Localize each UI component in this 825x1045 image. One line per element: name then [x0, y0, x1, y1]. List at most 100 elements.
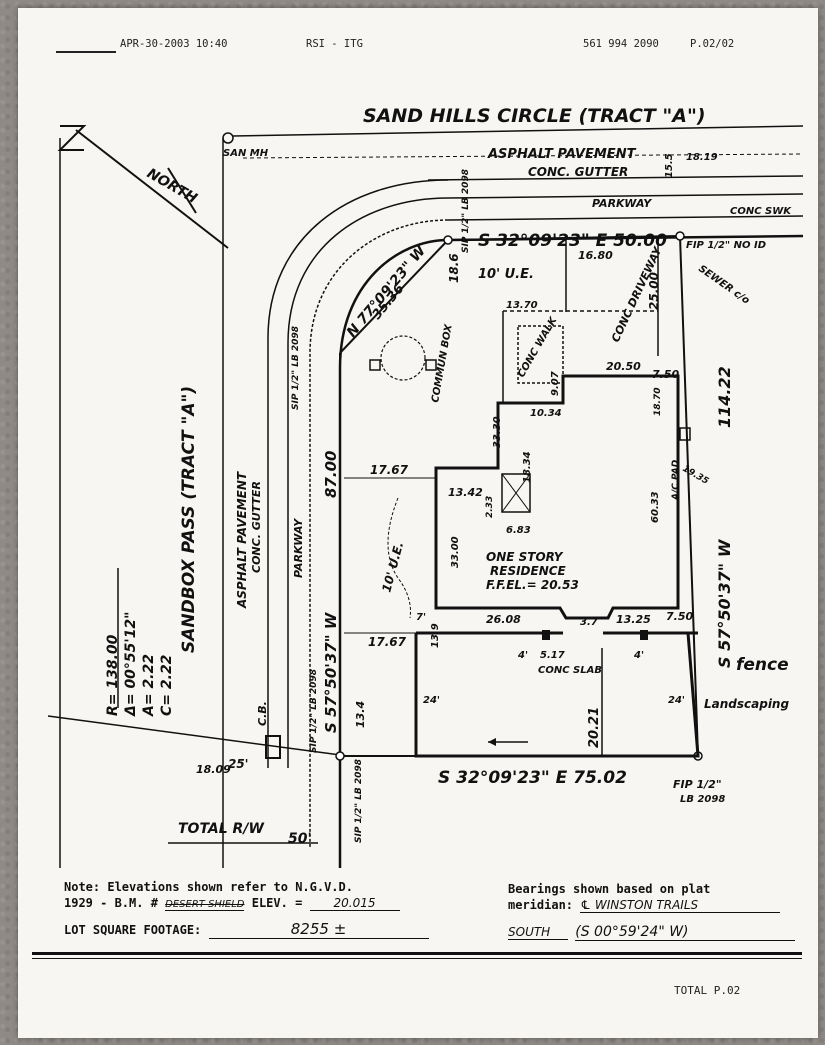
- dim-2021: 20.21: [587, 707, 602, 748]
- sip-label-top: SIP 1/2" LB 2098: [291, 326, 301, 410]
- asphalt-top: ASPHALT PAVEMENT: [487, 147, 637, 162]
- dim-683: 6.83: [506, 525, 531, 536]
- cb-label: C.B.: [256, 701, 269, 726]
- iron-pipe-icon: [675, 231, 685, 241]
- san-mh: SAN MH: [223, 148, 269, 159]
- fip-bottom: FIP 1/2": [673, 778, 722, 791]
- dim-3300: 33.00: [450, 536, 461, 568]
- bearings-line3: SOUTH (S 00°59'24" W): [508, 924, 796, 941]
- dim-50: 50': [288, 831, 312, 847]
- parkway-left: PARKWAY: [292, 518, 305, 578]
- footer-rule-thin: [32, 958, 802, 959]
- iron-pipe-icon: [335, 751, 345, 761]
- conc-slab: CONC SLAB: [538, 665, 602, 676]
- bearings-meridian-value: ℄ WINSTON TRAILS: [580, 898, 781, 913]
- survey-sheet: APR-30-2003 10:40 RSI - ITG 561 994 2090…: [18, 8, 818, 1038]
- parkway-top: PARKWAY: [592, 197, 652, 210]
- property-lines: [339, 235, 699, 757]
- fax-page: P.02/02: [690, 38, 735, 50]
- ac-pad: A/C PAD: [671, 459, 681, 501]
- curve-delta: Δ= 00°55'12": [123, 612, 139, 717]
- dim-1680: 16.80: [578, 249, 613, 262]
- dim-233: 2.33: [485, 496, 495, 518]
- bearing-top: S 32°09'23" E 50.00: [478, 231, 667, 251]
- catch-basin-icon: [265, 735, 281, 759]
- lb-bottom: LB 2098: [680, 794, 725, 805]
- note-lot-label: LOT SQUARE FOOTAGE:: [64, 923, 202, 937]
- dim-1809: 18.09: [196, 763, 231, 776]
- footer-rule-thick: [32, 952, 802, 955]
- bearings-line2: meridian: ℄ WINSTON TRAILS: [508, 898, 781, 913]
- entry-icon: [501, 473, 531, 513]
- fax-header: APR-30-2003 10:40 RSI - ITG 561 994 2090…: [18, 38, 818, 58]
- curve-r: R= 138.00: [105, 634, 121, 716]
- cl-top: 15.5: [664, 153, 675, 178]
- dim-24b: 24': [668, 695, 685, 706]
- utility-box-icon: [369, 359, 381, 371]
- dim-186: 18.6: [447, 253, 461, 283]
- note-elev-value: 20.015: [309, 896, 400, 911]
- bearing-bottom: S 32°09'23" E 75.02: [438, 768, 627, 788]
- bearings-south: SOUTH: [508, 925, 568, 940]
- fax-sender: RSI - ITG: [306, 38, 363, 50]
- dim-139: 13.9: [430, 623, 441, 648]
- rw-top: 18.19: [686, 152, 718, 163]
- fax-phone: 561 994 2090: [583, 38, 659, 50]
- iron-pipe-icon: [443, 235, 453, 245]
- dim-750b: 7.50: [666, 610, 693, 623]
- gutter-top: CONC. GUTTER: [528, 165, 628, 179]
- dim-2500: 25.00: [647, 272, 661, 310]
- tree-icon: [380, 335, 426, 381]
- slab-marker-icon: [542, 630, 550, 640]
- street-top: SAND HILLS CIRCLE (TRACT "A"): [363, 105, 706, 127]
- fip-top: FIP 1/2" NO ID: [686, 240, 766, 251]
- note-line1: Note: Elevations shown refer to N.G.V.D.: [64, 880, 353, 894]
- dim-6033: 60.33: [650, 491, 661, 523]
- plat-drawing: NORTH SAND HILLS CIRCLE (TRACT "A") ASPH…: [47, 105, 804, 868]
- landscape-edge: [387, 497, 411, 619]
- dim-1870: 18.70: [653, 388, 663, 416]
- asphalt-left: ASPHALT PAVEMENT: [235, 471, 249, 609]
- bearings-meridian-label: meridian:: [508, 898, 574, 912]
- slab-marker-icon: [640, 630, 648, 640]
- residence-outline: [434, 374, 680, 620]
- bearing-left: S 57°50'37" W: [322, 611, 340, 733]
- bearing-right: S 57°50'37" W: [715, 538, 734, 668]
- dim-1767a: 17.67: [370, 463, 409, 477]
- arrow-head-icon: [488, 738, 496, 746]
- sip-label-corner: SIP 1/2" LB 2098: [461, 169, 471, 253]
- dim-25: 25': [228, 757, 248, 771]
- gutter-left: CONC. GUTTER: [250, 481, 263, 573]
- dim-1325: 13.25: [616, 613, 651, 626]
- note-lot-line: LOT SQUARE FOOTAGE: 8255 ±: [64, 920, 429, 939]
- commun-box: COMMUN BOX: [430, 322, 455, 403]
- walk-label: CONC WALK: [516, 314, 560, 379]
- note-elev-label: ELEV. =: [251, 896, 303, 910]
- manhole-icon: [222, 132, 234, 144]
- sip-label-bottom: SIP 1/2" LB 2098: [354, 759, 364, 843]
- ue-top: 10' U.E.: [478, 267, 534, 282]
- ffel: F.F.EL.= 20.53: [486, 578, 579, 592]
- bearings-line1: Bearings shown based on plat: [508, 882, 711, 896]
- dist-right: 114.22: [715, 366, 734, 428]
- dim-2050: 20.50: [606, 360, 641, 373]
- note-bm-label: 1929 - B.M. #: [64, 896, 158, 910]
- fence-line: [414, 631, 700, 758]
- curve-a: A= 2.22: [141, 654, 157, 717]
- residence-line1: ONE STORY: [486, 550, 564, 564]
- dim-1834: 18.34: [522, 451, 533, 483]
- conc-swk: CONC SWK: [730, 206, 792, 217]
- north-label: NORTH: [144, 166, 200, 208]
- dim-2608: 26.08: [486, 613, 521, 626]
- note-lot-value: 8255 ±: [208, 920, 429, 939]
- dim-1342: 13.42: [448, 486, 483, 499]
- dim-24a: 24': [423, 695, 440, 706]
- note-line2: 1929 - B.M. # DESERT SHIELD ELEV. = 20.0…: [64, 896, 400, 911]
- note-bm-name: DESERT SHIELD: [165, 899, 245, 911]
- dim-1034: 10.34: [530, 408, 562, 419]
- dim-517: 5.17: [540, 650, 565, 661]
- fax-total: TOTAL P.02: [674, 984, 741, 997]
- dim-134: 13.4: [354, 701, 367, 728]
- sip-label-left: SIP 1/2" LB 2098: [309, 669, 319, 753]
- curve-c: C= 2.22: [159, 655, 175, 716]
